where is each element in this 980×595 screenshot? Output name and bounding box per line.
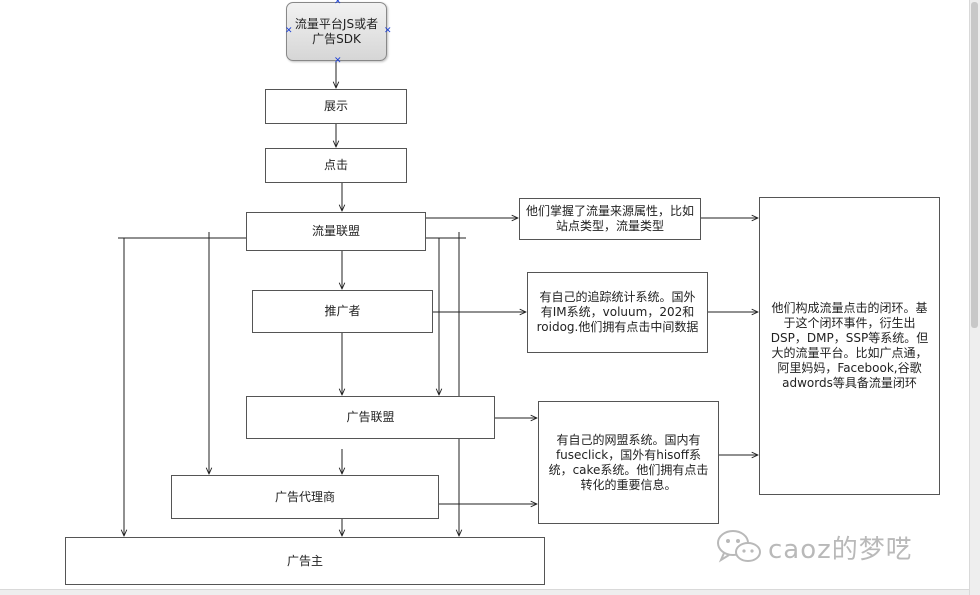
traffic-alliance-node-label: 流量联盟 — [311, 224, 360, 238]
start-node-label: 流量平台JS或者广告SDK — [294, 16, 379, 46]
ad-alliance-node[interactable]: 广告联盟 — [246, 396, 495, 439]
selection-handle-left[interactable]: ✕ — [285, 26, 293, 36]
display-node-label: 展示 — [323, 99, 348, 113]
advertiser-node[interactable]: 广告主 — [65, 537, 545, 585]
selection-handle-right[interactable]: ✕ — [384, 26, 392, 36]
start-node[interactable]: 流量平台JS或者广告SDK — [286, 2, 387, 61]
traffic-alliance-note-text: 他们掌握了流量来源属性，比如站点类型，流量类型 — [526, 204, 695, 233]
advertiser-node-label: 广告主 — [286, 553, 323, 568]
watermark: caoz的梦呓 — [716, 527, 956, 567]
ad-agency-node[interactable]: 广告代理商 — [171, 475, 439, 519]
promoter-note-text: 有自己的追踪统计系统。国外有IM系统，voluum，202和roidog.他们拥… — [536, 290, 699, 334]
promoter-node[interactable]: 推广者 — [252, 290, 433, 333]
selection-handle-bottom[interactable]: ✕ — [334, 56, 342, 66]
promoter-node-label: 推广者 — [324, 304, 361, 318]
horizontal-scrollbar-track[interactable] — [0, 589, 969, 595]
click-node[interactable]: 点击 — [265, 148, 407, 183]
wechat-icon — [717, 530, 761, 563]
ad-alliance-node-label: 广告联盟 — [346, 410, 395, 424]
vertical-scrollbar-thumb[interactable] — [971, 2, 978, 328]
ad-agency-node-label: 广告代理商 — [274, 489, 335, 504]
click-node-label: 点击 — [323, 158, 348, 172]
closed-loop-note[interactable]: 他们构成流量点击的闭环。基于这个闭环事件，衍生出DSP，DMP，SSP等系统。但… — [759, 197, 940, 495]
traffic-alliance-note[interactable]: 他们掌握了流量来源属性，比如站点类型，流量类型 — [519, 198, 701, 240]
selection-handle-top[interactable]: ✕ — [334, 0, 342, 7]
traffic-alliance-node[interactable]: 流量联盟 — [246, 212, 426, 251]
ad-alliance-note[interactable]: 有自己的网盟系统。国内有fuseclick，国外有hisoff系统，cake系统… — [538, 401, 719, 524]
watermark-text: caoz的梦呓 — [768, 534, 913, 565]
promoter-note[interactable]: 有自己的追踪统计系统。国外有IM系统，voluum，202和roidog.他们拥… — [527, 272, 708, 353]
display-node[interactable]: 展示 — [265, 89, 407, 124]
ad-alliance-note-text: 有自己的网盟系统。国内有fuseclick，国外有hisoff系统，cake系统… — [548, 432, 709, 492]
closed-loop-note-text: 他们构成流量点击的闭环。基于这个闭环事件，衍生出DSP，DMP，SSP等系统。但… — [770, 301, 929, 390]
